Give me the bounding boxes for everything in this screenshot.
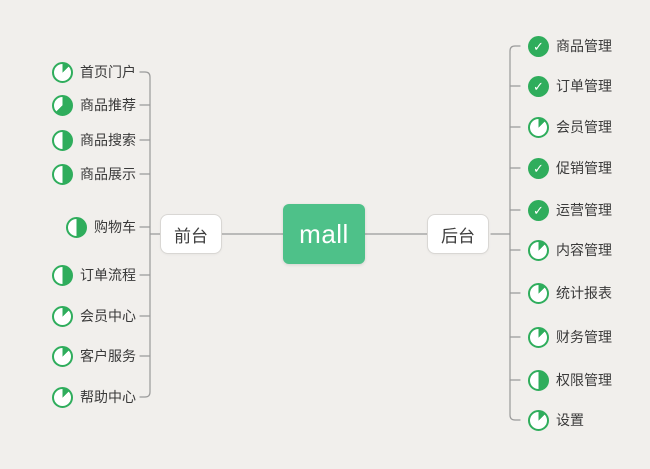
mindmap-item[interactable]: 订单流程 — [52, 264, 136, 286]
check-icon: ✓ — [528, 35, 549, 57]
mindmap-item[interactable]: 商品搜索 — [52, 129, 136, 151]
item-label: 客户服务 — [80, 348, 136, 364]
mindmap-item[interactable]: 帮助中心 — [52, 386, 136, 408]
mindmap-item[interactable]: ✓ 促销管理 — [528, 157, 612, 179]
item-label: 商品搜索 — [80, 132, 136, 148]
progress-pie-icon — [528, 116, 549, 138]
check-icon: ✓ — [528, 75, 549, 97]
progress-pie-icon — [52, 163, 73, 185]
mindmap-item[interactable]: 会员管理 — [528, 116, 612, 138]
item-label: 内容管理 — [556, 242, 612, 258]
mindmap-item[interactable]: 会员中心 — [52, 305, 136, 327]
progress-pie-icon — [528, 409, 549, 431]
item-label: 促销管理 — [556, 160, 612, 176]
mindmap-item[interactable]: 商品推荐 — [52, 94, 136, 116]
mindmap-item[interactable]: 权限管理 — [528, 369, 612, 391]
progress-pie-icon — [528, 239, 549, 261]
check-icon: ✓ — [528, 157, 549, 179]
progress-pie-icon — [52, 129, 73, 151]
item-label: 运营管理 — [556, 202, 612, 218]
progress-pie-icon — [52, 61, 73, 83]
item-label: 统计报表 — [556, 285, 612, 301]
branch-topic-front[interactable]: 前台 — [160, 214, 222, 254]
mindmap-item[interactable]: 首页门户 — [52, 61, 136, 83]
mindmap-item[interactable]: 统计报表 — [528, 282, 612, 304]
item-label: 财务管理 — [556, 329, 612, 345]
mindmap-item[interactable]: 客户服务 — [52, 345, 136, 367]
progress-pie-icon — [52, 94, 73, 116]
item-label: 会员管理 — [556, 119, 612, 135]
item-label: 订单流程 — [80, 267, 136, 283]
root-topic-mall[interactable]: mall — [283, 204, 365, 264]
item-label: 商品推荐 — [80, 97, 136, 113]
progress-pie-icon — [52, 305, 73, 327]
progress-pie-icon — [52, 264, 73, 286]
item-label: 帮助中心 — [80, 389, 136, 405]
progress-pie-icon — [66, 216, 87, 238]
mindmap-item[interactable]: 设置 — [528, 409, 584, 431]
item-label: 订单管理 — [556, 78, 612, 94]
progress-pie-icon — [52, 386, 73, 408]
item-label: 购物车 — [94, 219, 136, 235]
mindmap-item[interactable]: 内容管理 — [528, 239, 612, 261]
edge-back-trunk — [509, 45, 521, 421]
check-icon: ✓ — [528, 199, 549, 221]
mindmap-item[interactable]: ✓ 订单管理 — [528, 75, 612, 97]
mindmap-item[interactable]: ✓ 商品管理 — [528, 35, 612, 57]
progress-pie-icon — [528, 326, 549, 348]
mindmap-item[interactable]: ✓ 运营管理 — [528, 199, 612, 221]
edge-front-trunk — [139, 71, 151, 398]
mindmap-item[interactable]: 购物车 — [66, 216, 136, 238]
progress-pie-icon — [52, 345, 73, 367]
progress-pie-icon — [528, 369, 549, 391]
item-label: 会员中心 — [80, 308, 136, 324]
item-label: 权限管理 — [556, 372, 612, 388]
progress-pie-icon — [528, 282, 549, 304]
item-label: 商品展示 — [80, 166, 136, 182]
branch-topic-back[interactable]: 后台 — [427, 214, 489, 254]
mindmap-item[interactable]: 商品展示 — [52, 163, 136, 185]
item-label: 设置 — [556, 412, 584, 428]
mindmap-item[interactable]: 财务管理 — [528, 326, 612, 348]
item-label: 商品管理 — [556, 38, 612, 54]
item-label: 首页门户 — [80, 64, 136, 80]
